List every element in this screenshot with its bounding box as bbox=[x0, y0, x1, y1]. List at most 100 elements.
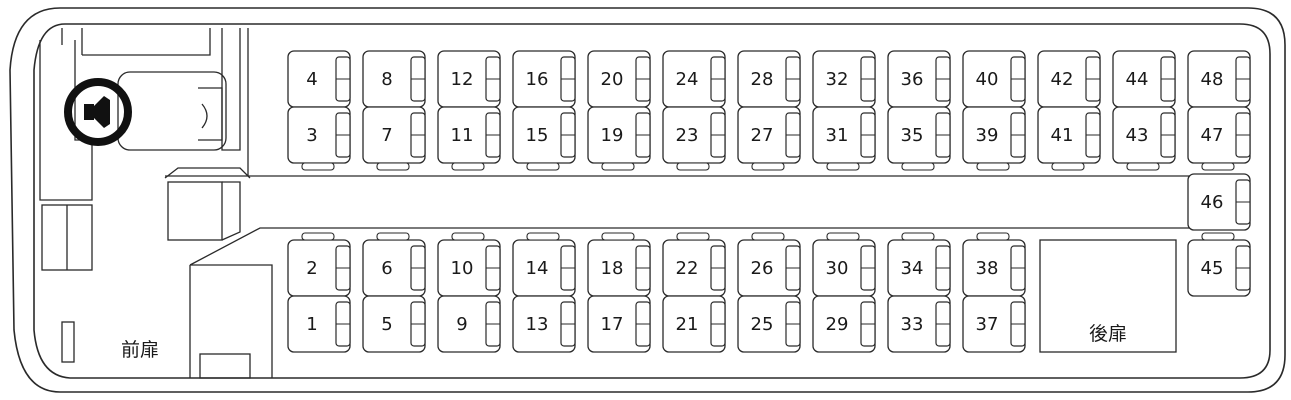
seat-number: 44 bbox=[1126, 69, 1149, 90]
seat-number: 39 bbox=[976, 125, 999, 146]
seat-number: 40 bbox=[976, 69, 999, 90]
seat-number: 42 bbox=[1051, 69, 1074, 90]
seat-37[interactable]: 37 bbox=[962, 295, 1026, 353]
seat-number: 20 bbox=[601, 69, 624, 90]
seat-9[interactable]: 9 bbox=[437, 295, 501, 353]
seat-number: 12 bbox=[451, 69, 474, 90]
rear-door-label: 後扉 bbox=[1089, 323, 1127, 345]
seat-number: 15 bbox=[526, 125, 549, 146]
seat-46[interactable]: 46 bbox=[1187, 173, 1251, 231]
seat-number: 31 bbox=[826, 125, 849, 146]
seat-36[interactable]: 36 bbox=[887, 50, 951, 108]
seat-35[interactable]: 35 bbox=[887, 106, 951, 171]
seat-number: 46 bbox=[1201, 192, 1224, 213]
seat-number: 21 bbox=[676, 314, 699, 335]
seat-15[interactable]: 15 bbox=[512, 106, 576, 171]
seat-39[interactable]: 39 bbox=[962, 106, 1026, 171]
seat-44[interactable]: 44 bbox=[1112, 50, 1176, 108]
seat-number: 38 bbox=[976, 258, 999, 279]
seat-21[interactable]: 21 bbox=[662, 295, 726, 353]
seat-number: 34 bbox=[901, 258, 924, 279]
seat-number: 19 bbox=[601, 125, 624, 146]
seat-number: 4 bbox=[306, 69, 317, 90]
seat-4[interactable]: 4 bbox=[287, 50, 351, 108]
seat-number: 11 bbox=[451, 125, 474, 146]
seat-8[interactable]: 8 bbox=[362, 50, 426, 108]
seat-34[interactable]: 34 bbox=[887, 232, 951, 297]
seat-number: 6 bbox=[381, 258, 392, 279]
seat-24[interactable]: 24 bbox=[662, 50, 726, 108]
seat-28[interactable]: 28 bbox=[737, 50, 801, 108]
seat-number: 45 bbox=[1201, 258, 1224, 279]
seat-number: 2 bbox=[306, 258, 317, 279]
seat-number: 16 bbox=[526, 69, 549, 90]
seat-23[interactable]: 23 bbox=[662, 106, 726, 171]
seat-number: 8 bbox=[381, 69, 392, 90]
steering-wheel-icon bbox=[64, 78, 132, 146]
seat-number: 41 bbox=[1051, 125, 1074, 146]
seat-32[interactable]: 32 bbox=[812, 50, 876, 108]
seat-6[interactable]: 6 bbox=[362, 232, 426, 297]
seat-number: 48 bbox=[1201, 69, 1224, 90]
seat-number: 37 bbox=[976, 314, 999, 335]
seat-number: 24 bbox=[676, 69, 699, 90]
seat-31[interactable]: 31 bbox=[812, 106, 876, 171]
seat-22[interactable]: 22 bbox=[662, 232, 726, 297]
seat-number: 27 bbox=[751, 125, 774, 146]
seat-48[interactable]: 48 bbox=[1187, 50, 1251, 108]
seat-16[interactable]: 16 bbox=[512, 50, 576, 108]
seat-number: 23 bbox=[676, 125, 699, 146]
seat-41[interactable]: 41 bbox=[1037, 106, 1101, 171]
seat-number: 10 bbox=[451, 258, 474, 279]
seat-40[interactable]: 40 bbox=[962, 50, 1026, 108]
seat-number: 1 bbox=[306, 314, 317, 335]
bus-body bbox=[9, 7, 1286, 393]
seat-7[interactable]: 7 bbox=[362, 106, 426, 171]
seat-number: 33 bbox=[901, 314, 924, 335]
seat-30[interactable]: 30 bbox=[812, 232, 876, 297]
seat-14[interactable]: 14 bbox=[512, 232, 576, 297]
seat-2[interactable]: 2 bbox=[287, 232, 351, 297]
seat-number: 26 bbox=[751, 258, 774, 279]
seat-number: 43 bbox=[1126, 125, 1149, 146]
seat-number: 3 bbox=[306, 125, 317, 146]
seat-11[interactable]: 11 bbox=[437, 106, 501, 171]
seat-number: 5 bbox=[381, 314, 392, 335]
seat-12[interactable]: 12 bbox=[437, 50, 501, 108]
seat-20[interactable]: 20 bbox=[587, 50, 651, 108]
seat-number: 36 bbox=[901, 69, 924, 90]
seat-42[interactable]: 42 bbox=[1037, 50, 1101, 108]
seat-number: 9 bbox=[456, 314, 467, 335]
seat-number: 28 bbox=[751, 69, 774, 90]
seat-27[interactable]: 27 bbox=[737, 106, 801, 171]
seat-29[interactable]: 29 bbox=[812, 295, 876, 353]
rear-door-box bbox=[1039, 239, 1177, 353]
seat-number: 32 bbox=[826, 69, 849, 90]
seat-number: 29 bbox=[826, 314, 849, 335]
seat-1[interactable]: 1 bbox=[287, 295, 351, 353]
seat-45[interactable]: 45 bbox=[1187, 232, 1251, 297]
seat-number: 14 bbox=[526, 258, 549, 279]
seat-47[interactable]: 47 bbox=[1187, 106, 1251, 171]
seat-number: 7 bbox=[381, 125, 392, 146]
seat-3[interactable]: 3 bbox=[287, 106, 351, 171]
seat-number: 22 bbox=[676, 258, 699, 279]
seat-18[interactable]: 18 bbox=[587, 232, 651, 297]
seat-38[interactable]: 38 bbox=[962, 232, 1026, 297]
seat-number: 30 bbox=[826, 258, 849, 279]
seat-10[interactable]: 10 bbox=[437, 232, 501, 297]
seat-number: 47 bbox=[1201, 125, 1224, 146]
seat-number: 35 bbox=[901, 125, 924, 146]
seat-5[interactable]: 5 bbox=[362, 295, 426, 353]
seat-number: 18 bbox=[601, 258, 624, 279]
seat-17[interactable]: 17 bbox=[587, 295, 651, 353]
seat-19[interactable]: 19 bbox=[587, 106, 651, 171]
seat-13[interactable]: 13 bbox=[512, 295, 576, 353]
seat-33[interactable]: 33 bbox=[887, 295, 951, 353]
seat-25[interactable]: 25 bbox=[737, 295, 801, 353]
seat-43[interactable]: 43 bbox=[1112, 106, 1176, 171]
seat-26[interactable]: 26 bbox=[737, 232, 801, 297]
